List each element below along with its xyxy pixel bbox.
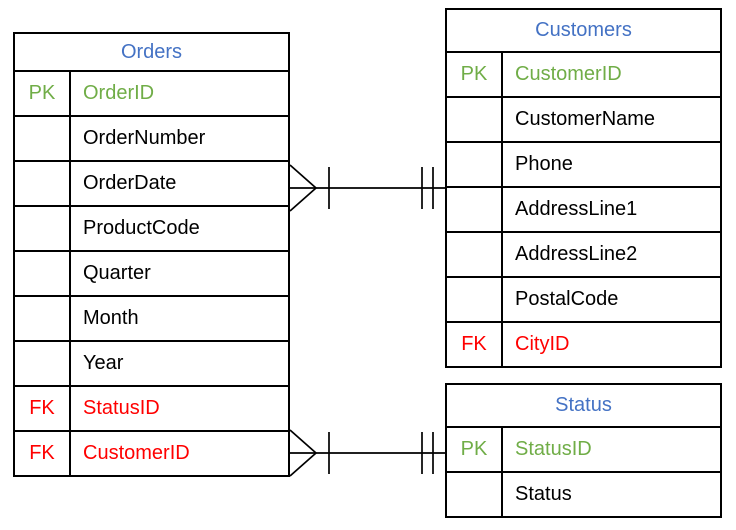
- relationship-orders-customers: [289, 164, 445, 212]
- entity-table-customers: Customers PK CustomerID CustomerName Pho…: [445, 8, 722, 368]
- table-title: Status: [447, 385, 720, 428]
- table-row: PostalCode: [447, 278, 720, 323]
- entity-table-orders: Orders PK OrderID OrderNumber OrderDate …: [13, 32, 290, 477]
- table-row: FK CityID: [447, 323, 720, 366]
- table-row: Quarter: [15, 252, 288, 297]
- column-name: OrderID: [83, 82, 155, 104]
- key-badge: [15, 207, 71, 250]
- table-row: AddressLine2: [447, 233, 720, 278]
- key-badge: FK: [15, 432, 71, 475]
- column-name: PostalCode: [515, 288, 619, 310]
- column-name: OrderNumber: [83, 127, 206, 149]
- key-badge: [447, 473, 503, 516]
- entity-table-status: Status PK StatusID Status: [445, 383, 722, 518]
- key-badge: [15, 342, 71, 385]
- key-badge: [447, 98, 503, 141]
- column-name: CustomerID: [83, 442, 190, 464]
- table-row: FK StatusID: [15, 387, 288, 432]
- column-name: Phone: [515, 153, 573, 175]
- table-row: OrderDate: [15, 162, 288, 207]
- key-badge: [447, 143, 503, 186]
- column-name: OrderDate: [83, 172, 177, 194]
- column-name: StatusID: [83, 397, 160, 419]
- key-badge: PK: [447, 428, 503, 471]
- column-name: AddressLine1: [515, 198, 638, 220]
- key-badge: [447, 188, 503, 231]
- column-name: Year: [83, 352, 124, 374]
- key-badge: [15, 162, 71, 205]
- column-name: Status: [515, 483, 572, 505]
- column-name: Quarter: [83, 262, 151, 284]
- column-name: StatusID: [515, 438, 592, 460]
- table-row: CustomerName: [447, 98, 720, 143]
- table-row: AddressLine1: [447, 188, 720, 233]
- key-badge: [447, 233, 503, 276]
- crow-foot-many-icon: [289, 429, 318, 477]
- table-row: Year: [15, 342, 288, 387]
- key-badge: [447, 278, 503, 321]
- column-name: CityID: [515, 333, 570, 355]
- key-badge: PK: [447, 53, 503, 96]
- table-row: PK CustomerID: [447, 53, 720, 98]
- key-badge: FK: [15, 387, 71, 430]
- relationship-orders-status: [289, 429, 445, 477]
- column-name: CustomerID: [515, 63, 622, 85]
- table-row: PK OrderID: [15, 72, 288, 117]
- table-title: Customers: [447, 10, 720, 53]
- crow-foot-many-icon: [289, 164, 318, 212]
- key-badge: FK: [447, 323, 503, 366]
- column-name: Month: [83, 307, 139, 329]
- column-name: AddressLine2: [515, 243, 638, 265]
- column-name: CustomerName: [515, 108, 656, 130]
- key-badge: [15, 117, 71, 160]
- table-row: OrderNumber: [15, 117, 288, 162]
- table-row: FK CustomerID: [15, 432, 288, 475]
- key-badge: PK: [15, 72, 71, 115]
- key-badge: [15, 252, 71, 295]
- table-row: Status: [447, 473, 720, 516]
- table-row: Month: [15, 297, 288, 342]
- table-row: Phone: [447, 143, 720, 188]
- key-badge: [15, 297, 71, 340]
- table-row: ProductCode: [15, 207, 288, 252]
- table-title: Orders: [15, 34, 288, 72]
- column-name: ProductCode: [83, 217, 200, 239]
- table-row: PK StatusID: [447, 428, 720, 473]
